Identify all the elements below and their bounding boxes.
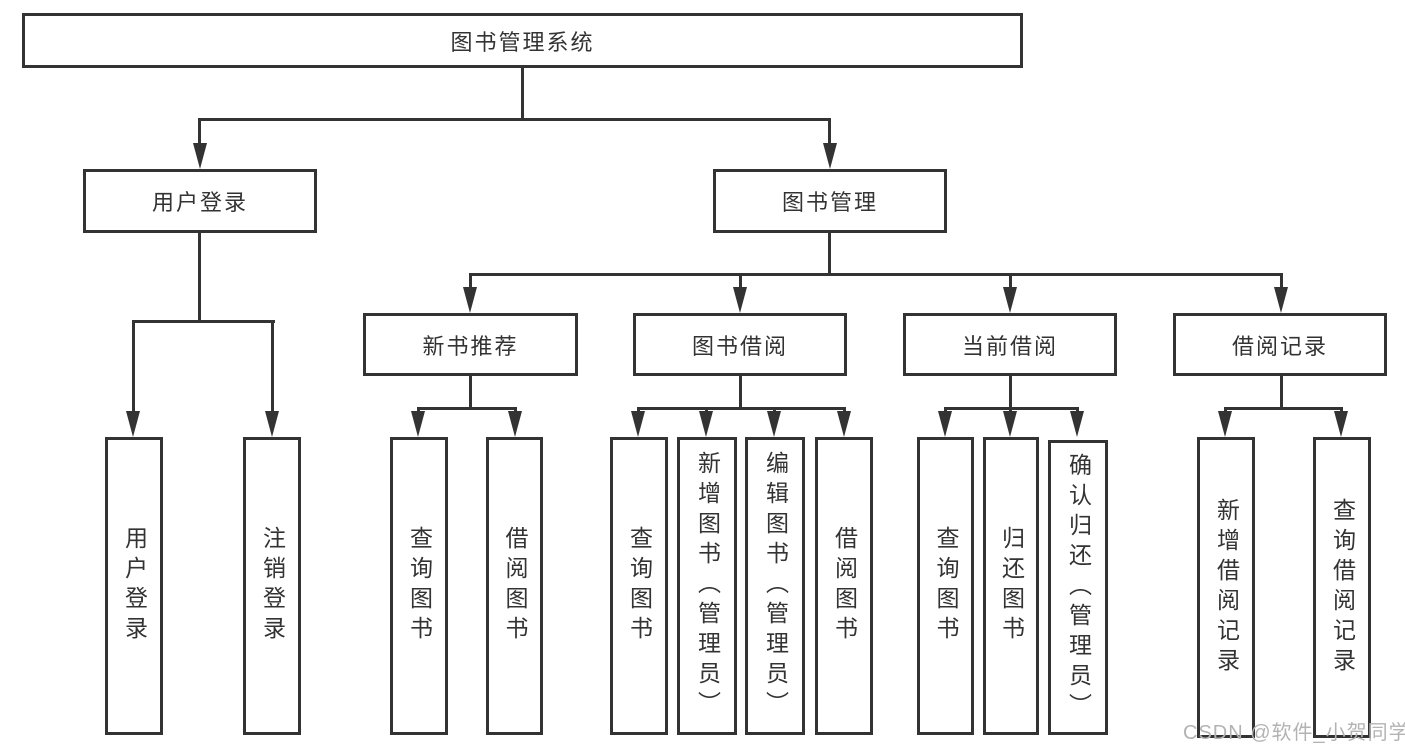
leaf-query-borrow-record: 查询借阅记录 bbox=[1313, 437, 1371, 738]
node-current-borrow: 当前借阅 bbox=[903, 313, 1117, 376]
leaf-logout: 注销登录 bbox=[243, 437, 301, 735]
connector-line bbox=[739, 376, 742, 407]
connector-line bbox=[132, 320, 135, 413]
arrowhead-down-icon bbox=[411, 411, 425, 437]
leaf-query-books-recommend: 查询图书 bbox=[390, 437, 448, 735]
arrowhead-down-icon bbox=[1070, 411, 1084, 437]
leaf-borrow-books: 借阅图书 bbox=[815, 437, 873, 735]
connector-line bbox=[1009, 376, 1012, 407]
leaf-borrow-books-recommend: 借阅图书 bbox=[486, 437, 543, 735]
connector-line bbox=[132, 320, 275, 323]
arrowhead-down-icon bbox=[508, 411, 522, 437]
connector-line bbox=[1009, 273, 1012, 289]
node-book-management: 图书管理 bbox=[713, 169, 947, 233]
connector-line bbox=[1280, 376, 1283, 407]
connector-line bbox=[521, 68, 524, 120]
connector-line bbox=[469, 273, 1283, 276]
arrowhead-down-icon bbox=[1218, 411, 1232, 437]
arrowhead-down-icon bbox=[1003, 287, 1017, 313]
arrowhead-down-icon bbox=[823, 143, 837, 169]
arrowhead-down-icon bbox=[938, 411, 952, 437]
node-book-borrow: 图书借阅 bbox=[633, 313, 847, 376]
leaf-return-books: 归还图书 bbox=[983, 437, 1039, 735]
arrowhead-down-icon bbox=[699, 411, 713, 437]
node-borrow-records: 借阅记录 bbox=[1173, 313, 1387, 376]
watermark-text: CSDN @软件_小贺同学 bbox=[1183, 722, 1405, 744]
leaf-query-books-current: 查询图书 bbox=[917, 437, 974, 735]
arrowhead-down-icon bbox=[126, 411, 140, 437]
arrowhead-down-icon bbox=[1334, 411, 1348, 437]
connector-line bbox=[1224, 407, 1343, 410]
node-user-login: 用户登录 bbox=[83, 169, 317, 233]
connector-line bbox=[1280, 273, 1283, 289]
leaf-confirm-return-admin: 确认归还（管理员） bbox=[1048, 440, 1108, 735]
connector-line bbox=[637, 407, 846, 410]
arrowhead-down-icon bbox=[1274, 287, 1288, 313]
arrowhead-down-icon bbox=[767, 411, 781, 437]
arrowhead-down-icon bbox=[733, 287, 747, 313]
connector-line bbox=[828, 233, 831, 273]
arrowhead-down-icon bbox=[193, 143, 207, 169]
arrowhead-down-icon bbox=[837, 411, 851, 437]
node-new-book-recommend: 新书推荐 bbox=[363, 313, 578, 376]
arrowhead-down-icon bbox=[265, 411, 279, 437]
connector-line bbox=[469, 376, 472, 407]
leaf-add-borrow-record: 新增借阅记录 bbox=[1197, 437, 1255, 738]
leaf-query-books-borrow: 查询图书 bbox=[610, 437, 668, 735]
connector-line bbox=[739, 273, 742, 289]
connector-line bbox=[417, 407, 517, 410]
connector-line bbox=[271, 320, 274, 413]
leaf-add-books-admin: 新增图书（管理员） bbox=[677, 437, 737, 735]
arrowhead-down-icon bbox=[631, 411, 645, 437]
connector-line bbox=[198, 118, 831, 121]
connector-line bbox=[198, 118, 201, 146]
leaf-user-login: 用户登录 bbox=[105, 437, 163, 735]
arrowhead-down-icon bbox=[463, 287, 477, 313]
arrowhead-down-icon bbox=[1003, 411, 1017, 437]
node-root: 图书管理系统 bbox=[22, 13, 1023, 68]
connector-line bbox=[469, 273, 472, 289]
connector-line bbox=[198, 233, 201, 320]
connector-line bbox=[828, 118, 831, 146]
leaf-edit-books-admin: 编辑图书（管理员） bbox=[745, 437, 805, 735]
